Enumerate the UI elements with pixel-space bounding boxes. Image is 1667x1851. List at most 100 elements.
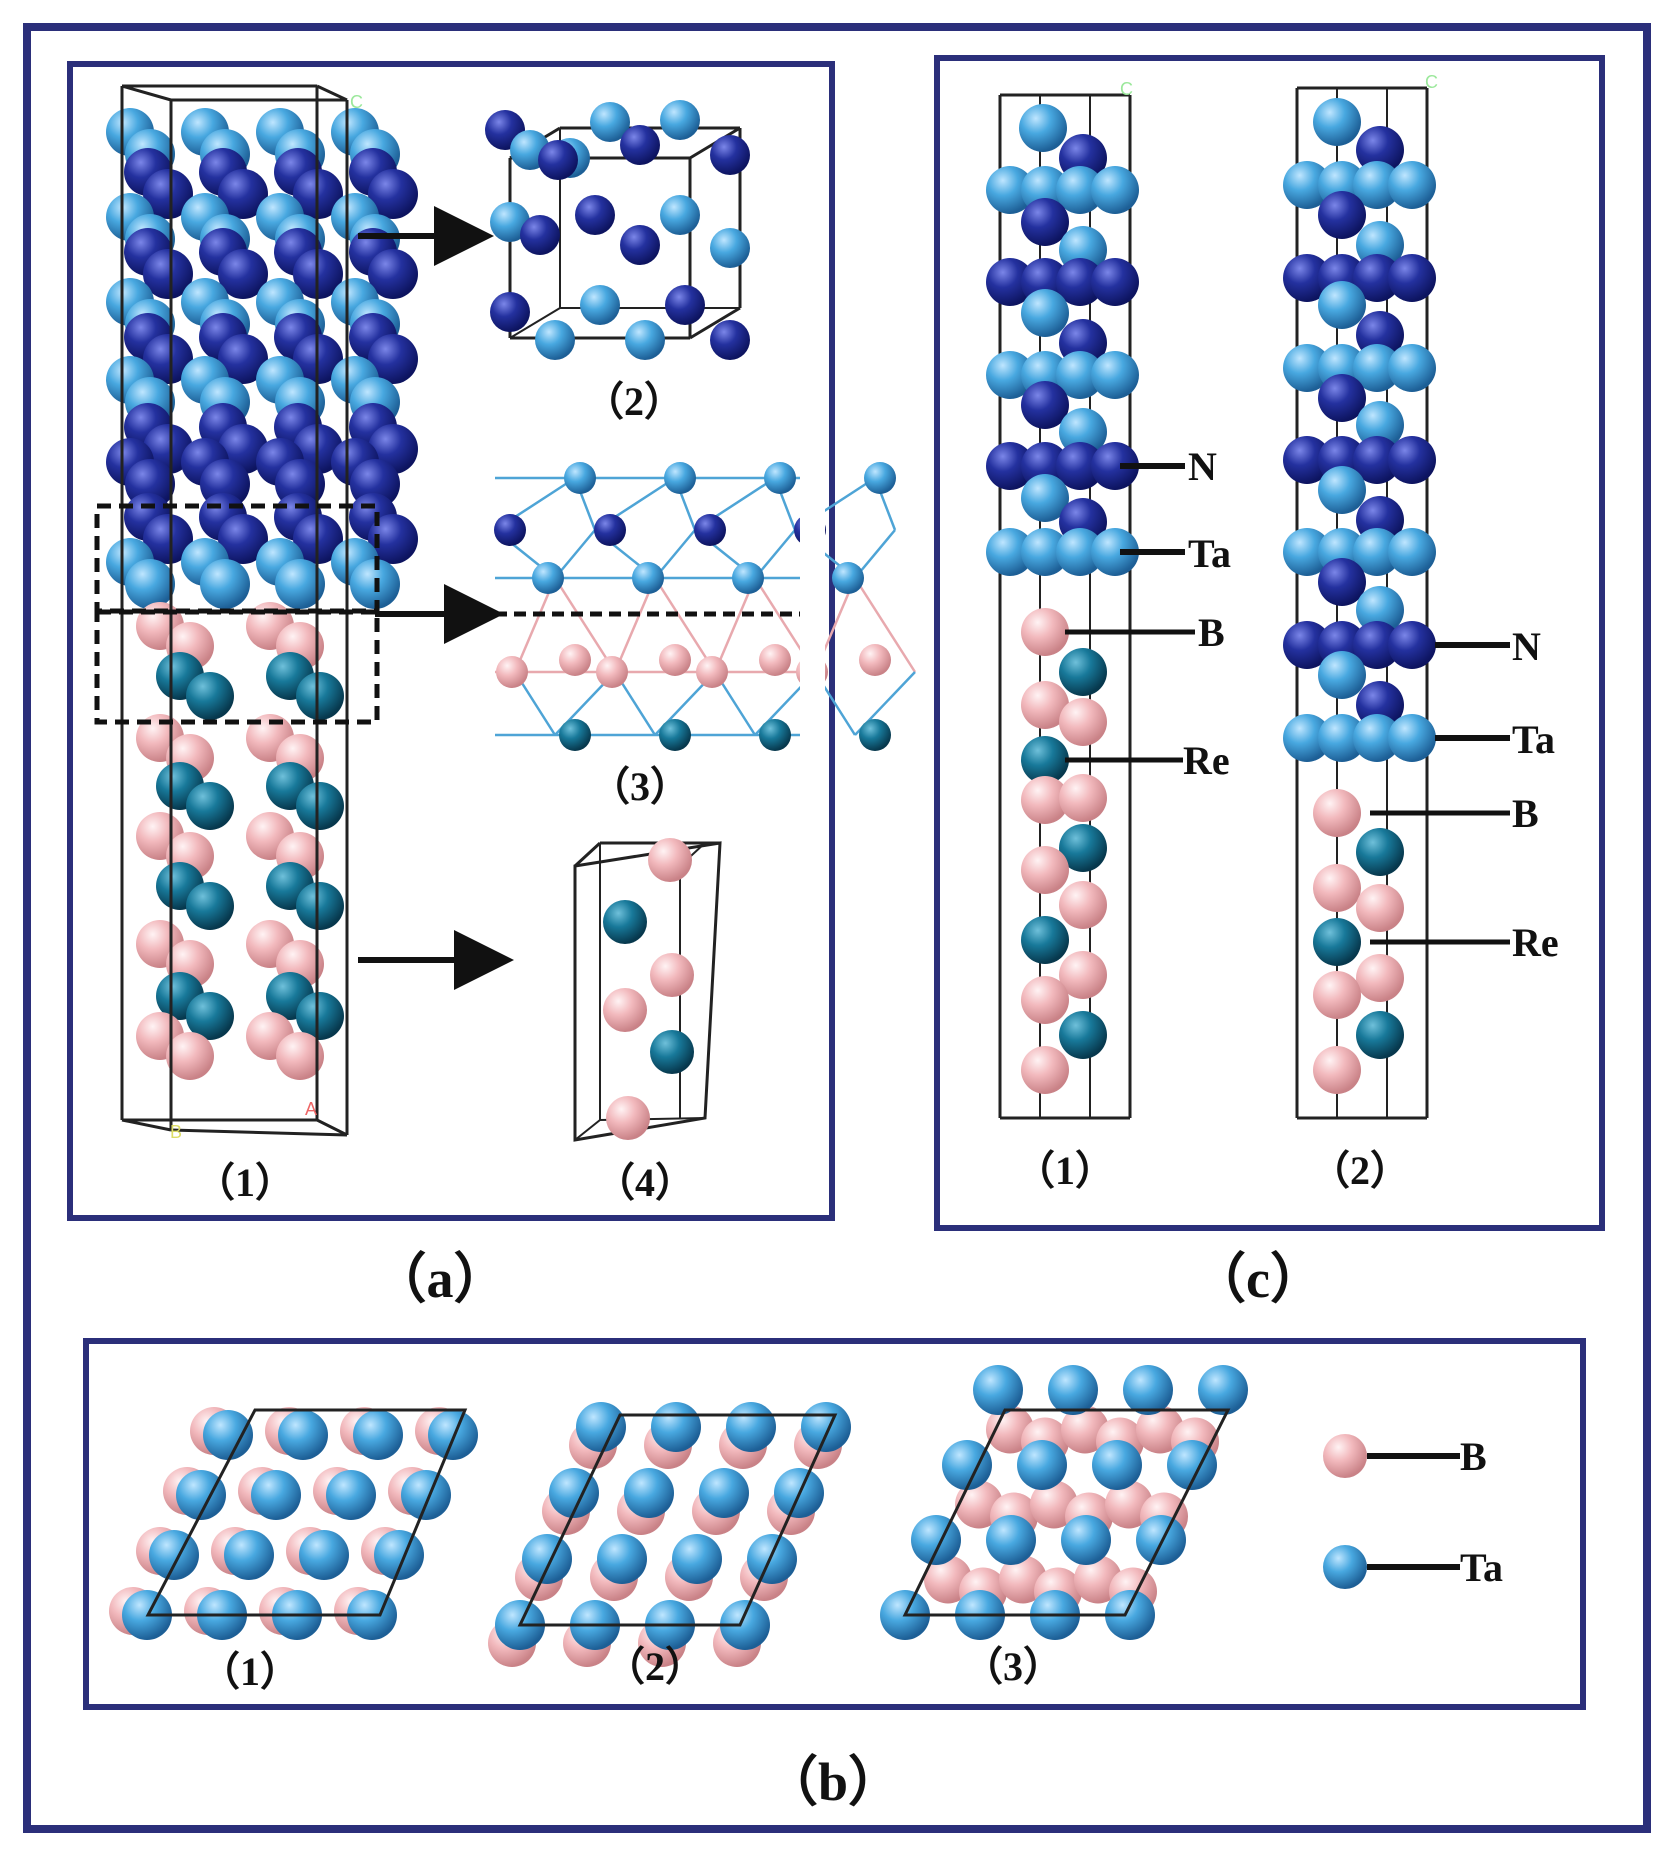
ta-atom [428, 1410, 478, 1460]
panel-c-caption: （c） [1192, 1249, 1324, 1309]
re-atom [186, 782, 234, 830]
b-atom [596, 656, 628, 688]
ta-atom [732, 562, 764, 594]
bond [853, 577, 917, 673]
n-atom [1091, 442, 1139, 490]
cell-edge [574, 1119, 601, 1141]
n-atom [218, 249, 268, 299]
ta-atom [625, 320, 665, 360]
ta-atom [1318, 466, 1366, 514]
n-atom [143, 249, 193, 299]
n-atom [368, 334, 418, 384]
svg-text:Ta: Ta [1460, 1545, 1503, 1590]
b-atom [1021, 1046, 1069, 1094]
n-atom [520, 215, 560, 255]
crop-mask [800, 455, 825, 755]
b-atom [659, 644, 691, 676]
panel-c-frame [934, 55, 1605, 1231]
b-atom [603, 988, 647, 1032]
n-atom [1353, 621, 1401, 669]
n-atom [1318, 558, 1366, 606]
n-atom [1388, 436, 1436, 484]
panel-b-structure-3 [880, 1365, 1248, 1640]
ta-atom [353, 1410, 403, 1460]
ta-atom [1017, 1440, 1067, 1490]
ta-atom [1283, 344, 1331, 392]
a-sub-2: （2） [584, 379, 684, 424]
n-atom [143, 169, 193, 219]
ta-atom [973, 1365, 1023, 1415]
ta-atom [1318, 714, 1366, 762]
re-atom [296, 882, 344, 930]
axis-mark-c-a1: C [350, 92, 363, 112]
ta-atom [1353, 161, 1401, 209]
ta-atom [203, 1410, 253, 1460]
unit-cell-outline [573, 841, 722, 1142]
ta-atom [1313, 98, 1361, 146]
ta-atom [986, 1515, 1036, 1565]
n-atom [710, 320, 750, 360]
n-atom [1318, 374, 1366, 422]
panel-b-structure-1 [109, 1407, 478, 1640]
c1-label-B: B [1065, 610, 1225, 655]
panel-a-structure-4 [573, 838, 722, 1142]
b-atom [859, 644, 891, 676]
ta-atom [1091, 528, 1139, 576]
ta-atom [986, 351, 1034, 399]
n-atom [1056, 442, 1104, 490]
ta-atom [1198, 1365, 1248, 1415]
bond [553, 577, 617, 673]
c-sub-2: （2） [1310, 1148, 1410, 1193]
panel-b-structure-2 [488, 1402, 851, 1667]
ta-atom [699, 1468, 749, 1518]
ta-atom [1056, 166, 1104, 214]
c2-label-Re: Re [1370, 920, 1559, 965]
c2-label-N: N [1435, 624, 1541, 669]
ta-atom [1021, 474, 1069, 522]
ta-atom [125, 559, 175, 609]
svg-text:Re: Re [1512, 920, 1559, 965]
panel-b-frame [83, 1338, 1586, 1710]
panel-a-structure-1 [106, 84, 418, 1137]
b-sub-3: （3） [963, 1644, 1063, 1689]
n-atom [143, 514, 193, 564]
ta-atom [224, 1530, 274, 1580]
axis-mark-c-c2: C [1425, 72, 1438, 92]
b-atom [559, 644, 591, 676]
ta-atom [1092, 1440, 1142, 1490]
axis-mark-a-a1: A [305, 1099, 317, 1119]
ta-atom [651, 1402, 701, 1452]
ta-atom [1283, 161, 1331, 209]
n-atom [986, 258, 1034, 306]
re-atom [659, 719, 691, 751]
n-atom [1021, 381, 1069, 429]
re-atom [1059, 824, 1107, 872]
re-atom [859, 719, 891, 751]
ta-atom [1167, 1440, 1217, 1490]
b-atom [1313, 1046, 1361, 1094]
re-atom [1313, 918, 1361, 966]
c1-label-N: N [1120, 444, 1217, 489]
n-atom [1056, 258, 1104, 306]
ta-atom [664, 462, 696, 494]
cell-edge [316, 1118, 348, 1137]
n-atom [620, 125, 660, 165]
b-atom [759, 644, 791, 676]
re-atom [1059, 648, 1107, 696]
ta-atom [522, 1534, 572, 1584]
ta-atom [720, 1600, 770, 1650]
panel-c-structure-2 [1283, 86, 1436, 1120]
ta-atom [710, 228, 750, 268]
interface-dashed-box-top [94, 503, 380, 614]
re-atom [186, 672, 234, 720]
c-sub-1: （1） [1015, 1148, 1115, 1193]
n-atom [490, 292, 530, 332]
panel-b-caption: （b） [764, 1752, 902, 1812]
re-atom [1356, 1011, 1404, 1059]
b-atom [1059, 881, 1107, 929]
ta-atom [864, 462, 896, 494]
ta-atom [1388, 714, 1436, 762]
b-atom [1313, 864, 1361, 912]
axis-mark-b-a1: B [170, 1122, 182, 1142]
ta-atom [490, 202, 530, 242]
